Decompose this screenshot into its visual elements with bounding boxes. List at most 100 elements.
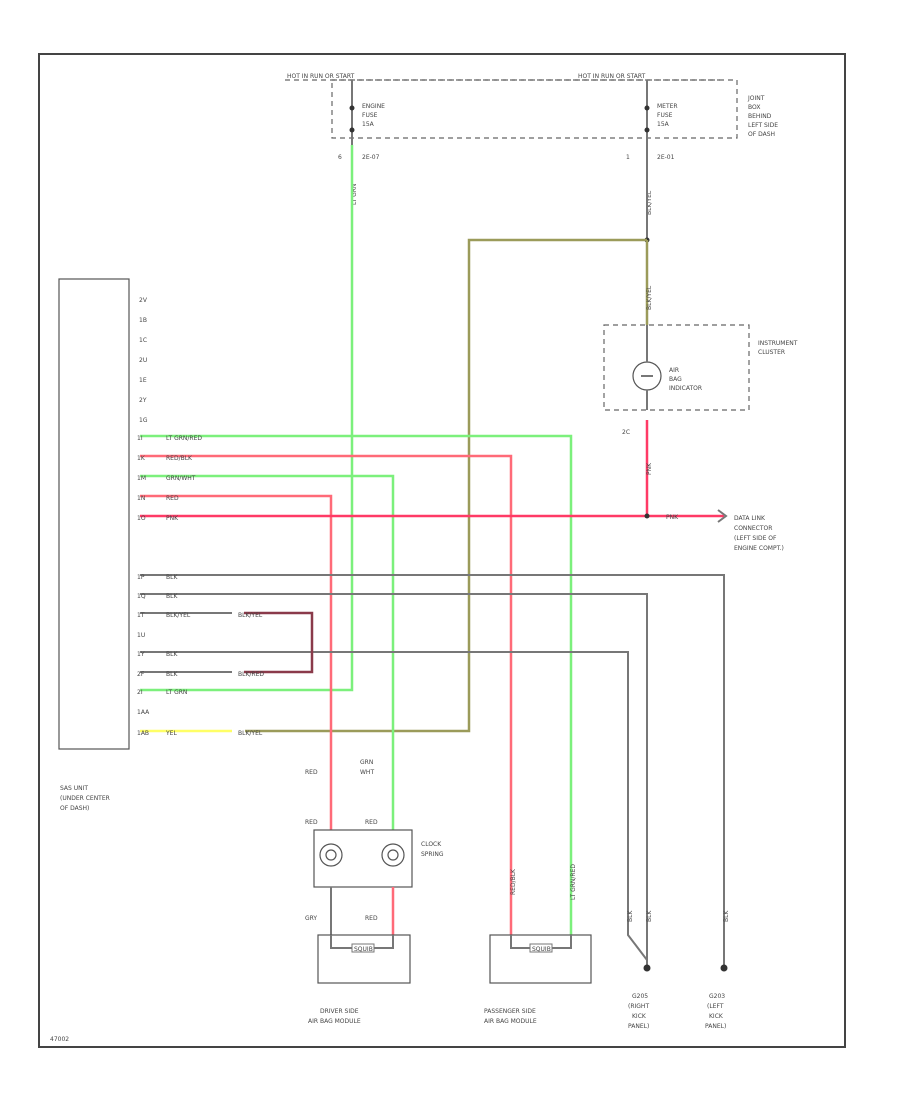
driver-air-bag-module: SQUIB DRIVER SIDE AIR BAG MODULE (308, 934, 411, 1025)
sas-label-1: SAS UNIT (60, 785, 88, 792)
shorting-tag-1: BLK/YEL (238, 612, 263, 619)
clock-spring-pin-br: RED (365, 915, 378, 922)
junction-box-label-4: LEFT SIDE (748, 122, 778, 129)
wire-red-blk (140, 454, 513, 935)
sas-pin-1b: 1B (139, 317, 147, 324)
g203-wire-label: BLK (723, 910, 730, 922)
passenger-wire-left-label: RED/BLK (510, 868, 517, 895)
g205-label-1: G205 (632, 993, 648, 1000)
shorting-tag-3: BLK/YEL (238, 730, 263, 737)
engine-fuse-label-3: 15A (362, 121, 375, 128)
data-link-arrow (717, 509, 728, 523)
g205-wire-b-label: BLK (646, 910, 653, 922)
label-2i: LT GRN (166, 689, 187, 696)
clock-spring-pin-tl: RED (305, 819, 318, 826)
g203-label-4: PANEL) (705, 1023, 726, 1030)
sas-pin-1t: 1T (137, 612, 145, 619)
indicator-label-1: AIR (669, 367, 679, 374)
sas-pin-1k: 1K (137, 455, 146, 462)
label-1y: BLK (166, 651, 178, 658)
g205-ground-icon (643, 964, 651, 972)
wire-labels: LT GRN/RED RED/BLK GRN/WHT RED PNK BLK B… (165, 285, 730, 922)
label-1k: RED/BLK (166, 455, 193, 462)
sas-pin-1c: 1C (139, 337, 147, 344)
driver-squib-label: SQUIB (354, 946, 373, 953)
sas-pin-1m: 1M (137, 475, 146, 482)
meter-fuse-label-1: METER (657, 103, 678, 110)
junction-box-label-1: JOINT (747, 95, 765, 102)
junction-box-outline (331, 79, 738, 139)
indicator-label-2: BAG (669, 376, 682, 383)
clock-spring-coil-right-inner (387, 849, 399, 861)
g203-label-2: (LEFT (707, 1003, 724, 1010)
meter-fuse-label-2: FUSE (657, 112, 673, 119)
junction-box-label-2: BOX (748, 104, 760, 111)
label-2f: BLK (166, 671, 178, 678)
clock-spring-coil-left (319, 843, 343, 867)
clock-spring-wire-red: RED (305, 769, 318, 776)
engine-fuse-terminal-2 (349, 127, 355, 133)
g205-label-2: (RIGHT (628, 1003, 649, 1010)
wire-blk-yel-olive (245, 238, 647, 733)
driver-squib (351, 943, 375, 953)
driver-module-box (317, 934, 411, 984)
figure-code: 47002 (50, 1036, 69, 1043)
sas-pin-2v: 2V (139, 297, 148, 304)
engine-fuse-connector: 2E-07 (362, 154, 380, 161)
data-link-wire-label: PNK (666, 514, 679, 521)
wire-blk-1y (140, 651, 648, 961)
g205-label-4: PANEL) (628, 1023, 649, 1030)
sas-pin-1i: 1I (137, 435, 143, 442)
sas-pin-1e: 1E (139, 377, 147, 384)
sas-label-2: (UNDER CENTER (60, 795, 110, 802)
cluster-title-2: CLUSTER (758, 349, 785, 356)
label-1t: BLK/YEL (166, 612, 191, 619)
meter-fuse-connector: 2E-01 (657, 154, 675, 161)
sas-pin-2i: 2I (137, 689, 143, 696)
cluster-wire-bottom-label: PNK (646, 462, 653, 475)
passenger-air-bag-module: SQUIB PASSENGER SIDE AIR BAG MODULE (484, 934, 592, 1025)
grounds: G205 (RIGHT KICK PANEL) G203 (LEFT KICK … (628, 964, 728, 1030)
passenger-module-label-1: PASSENGER SIDE (484, 1008, 536, 1015)
sas-unit-box (58, 278, 130, 750)
sas-pin-2y: 2Y (139, 397, 147, 404)
clock-spring-label-2: SPRING (421, 851, 444, 858)
label-1m: GRN/WHT (166, 475, 196, 482)
clock-spring-pin-tr: RED (365, 819, 378, 826)
meter-fuse-terminal-2 (644, 127, 650, 133)
g205-wire-a-label: BLK (627, 910, 634, 922)
sas-pin-1u: 1U (137, 632, 145, 639)
label-1p: BLK (166, 574, 178, 581)
sas-pin-1ab: 1AB (137, 730, 149, 737)
sas-pin-2u: 2U (139, 357, 147, 364)
wire-blk-1p (140, 574, 725, 965)
sas-unit: 2V 1B 1C 2U 1E 2Y 1G 1I 1K 1M 1N 1O 1P 1… (58, 278, 150, 812)
sas-pin-1aa: 1AA (137, 709, 150, 716)
wire-lt-grn (140, 145, 354, 692)
label-1o: PNK (166, 515, 179, 522)
data-link-label-3: (LEFT SIDE OF (734, 535, 777, 542)
driver-module-label-2: AIR BAG MODULE (308, 1018, 361, 1025)
sas-pin-1g: 1G (139, 417, 148, 424)
label-1q: BLK (166, 593, 178, 600)
sas-label-3: OF DASH) (60, 805, 89, 812)
data-link-label-2: CONNECTOR (734, 525, 772, 532)
hot-in-run-right: HOT IN RUN OR START (578, 73, 646, 80)
junction-box-label-3: BEHIND (748, 113, 772, 120)
label-1n: RED (166, 495, 179, 502)
g203-ground-icon (720, 964, 728, 972)
wire-lt-grn-red (140, 434, 573, 935)
clock-spring-wire-grn: GRN (360, 759, 373, 766)
clock-spring-coil-left-inner (325, 849, 337, 861)
data-link-label-4: ENGINE COMPT.) (734, 545, 784, 552)
clock-spring-pin-bl: GRY (305, 915, 317, 922)
engine-fuse-pin: 6 (338, 154, 342, 161)
cluster-outline (603, 324, 750, 411)
engine-fuse-label-1: ENGINE (362, 103, 385, 110)
wire-red (140, 494, 333, 830)
passenger-module-box (489, 934, 592, 984)
sas-pin-1q: 1Q (137, 593, 146, 600)
indicator-label-3: INDICATOR (669, 385, 702, 392)
clock-spring: RED GRN WHT RED RED CLOCK SPRING GRY RED (305, 759, 444, 935)
